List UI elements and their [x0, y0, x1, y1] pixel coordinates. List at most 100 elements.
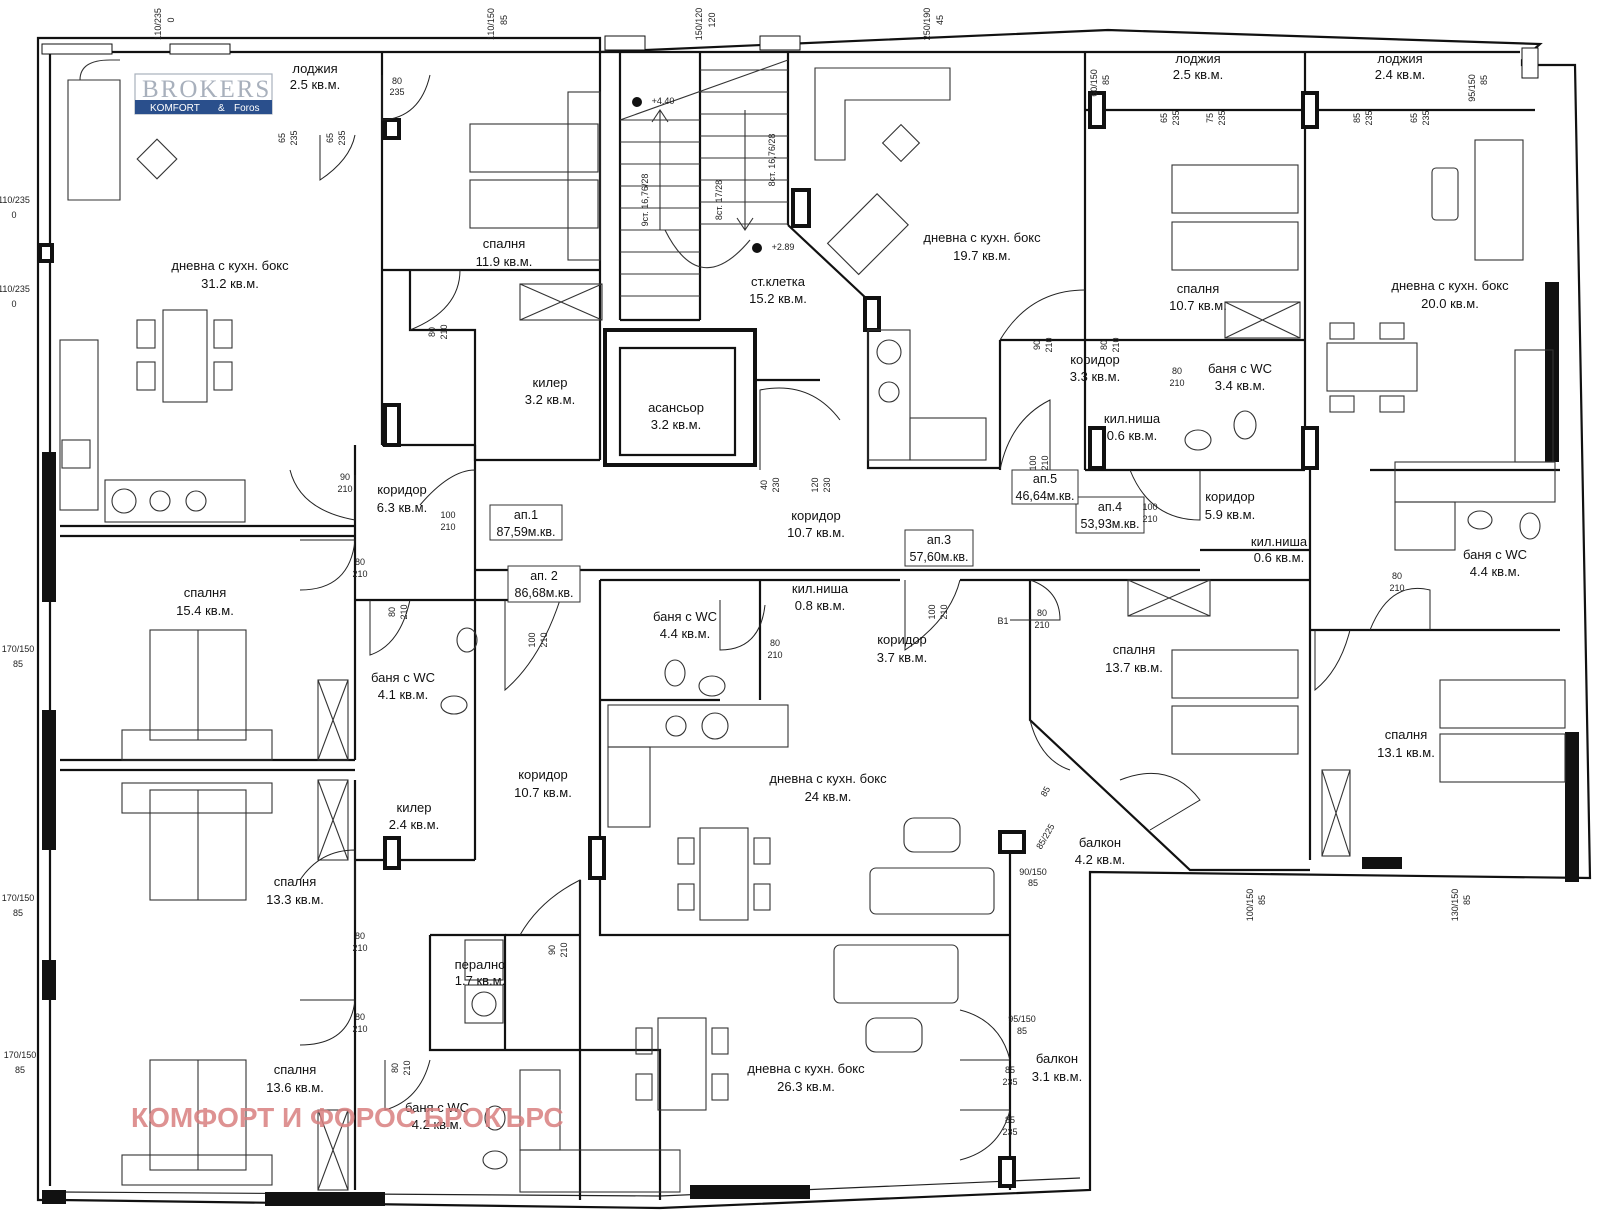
door-size-bot: 235: [337, 130, 347, 145]
door-labels: 80 235 65 235 65 235 80 210 90 210 100 2…: [277, 76, 1431, 1137]
staircase: +4.40 +2.89 9ст. 16,76/28 8ст. 17/28 8ст…: [619, 59, 795, 297]
dim-top: 60/150: [1089, 69, 1099, 97]
level-mid-text: +2.89: [772, 242, 795, 252]
dim-top: 250/190: [922, 8, 932, 41]
room-name: коридор: [1205, 489, 1255, 504]
room-area: 13.6 кв.м.: [266, 1080, 324, 1095]
apartment-area: 53,93м.кв.: [1081, 517, 1140, 531]
door-size-bot: 210: [767, 650, 782, 660]
dim-bot: 85: [15, 1065, 25, 1075]
door-size-bot: 210: [1169, 378, 1184, 388]
kitchen-counter-icon: [1394, 349, 1556, 551]
door-size-top: 80: [427, 327, 437, 337]
windows: [41, 35, 1579, 1206]
b1-label: В1: [997, 616, 1008, 626]
dining-table-icon: [635, 1017, 729, 1111]
door-size-bot: 235: [1171, 110, 1181, 125]
room-area: 13.7 кв.м.: [1105, 660, 1163, 675]
room-name: баня с WC: [371, 670, 435, 685]
apartment-area: 87,59м.кв.: [497, 525, 556, 539]
door-size-bot: 230: [822, 477, 832, 492]
door-swings: [289, 74, 1431, 1161]
room-area: 11.9 кв.м.: [476, 254, 533, 269]
dim-top: 100/150: [1245, 889, 1255, 922]
door-size-top: 40: [759, 480, 769, 490]
apartment-name: ап.5: [1033, 472, 1057, 486]
room-name: балкон: [1036, 1051, 1078, 1066]
washing-machine-icon: [464, 939, 504, 1024]
room-name: спалня: [274, 1062, 317, 1077]
door-size-bot: 210: [439, 324, 449, 339]
room-name: балкон: [1079, 835, 1121, 850]
room-name: коридор: [791, 508, 841, 523]
door-size-top: 100: [527, 632, 537, 647]
room-area: 10.7 кв.м.: [1169, 298, 1227, 313]
room-area: 31.2 кв.м.: [201, 276, 259, 291]
apartment-name: ап.4: [1098, 500, 1122, 514]
coffee-table-icon: [136, 138, 178, 180]
dim-bot: 0: [11, 210, 16, 220]
room-area: 13.1 кв.м.: [1377, 745, 1435, 760]
room-labels: лоджия 2.5 кв.м. дневна с кухн. бокс 31.…: [171, 51, 1527, 1132]
room-area: 3.2 кв.м.: [651, 417, 701, 432]
kitchen-counter-icon: [59, 339, 246, 523]
door-size-top: 80: [355, 557, 365, 567]
dim-top: 90/150: [1019, 867, 1047, 877]
dim-bot: 85: [1028, 878, 1038, 888]
door-size-bot: 210: [539, 632, 549, 647]
dim-bot: 85: [499, 15, 509, 25]
twin-beds-icon: [469, 91, 601, 261]
wardrobe-icon: [1224, 301, 1301, 339]
room-name: кил.ниша: [792, 581, 849, 596]
room-name: лоджия: [1175, 51, 1220, 66]
door-size-bot: 235: [1002, 1077, 1017, 1087]
door-size-top: 65: [277, 133, 287, 143]
door-size-bot: 235: [1217, 110, 1227, 125]
door-size-top: 80: [355, 931, 365, 941]
room-name: баня с WC: [1208, 361, 1272, 376]
room-name: спалня: [1177, 281, 1220, 296]
apartment-area: 46,64м.кв.: [1016, 489, 1075, 503]
room-area: 13.3 кв.м.: [266, 892, 324, 907]
room-area: 3.2 кв.м.: [525, 392, 575, 407]
room-name: спалня: [1385, 727, 1428, 742]
room-name: дневна с кухн. бокс: [747, 1061, 865, 1076]
room-area: 3.4 кв.м.: [1215, 378, 1265, 393]
door-size-bot: 210: [352, 569, 367, 579]
door-size-top: 80: [387, 607, 397, 617]
dim-top: 170/150: [2, 644, 35, 654]
room-name: баня с WC: [1463, 547, 1527, 562]
door-size-top: 65: [1159, 113, 1169, 123]
door-size-bot: 235: [1421, 110, 1431, 125]
room-area: 24 кв.м.: [805, 789, 852, 804]
room-area: 26.3 кв.м.: [777, 1079, 835, 1094]
door-size-bot: 235: [1002, 1127, 1017, 1137]
wardrobe-icon: [317, 679, 349, 1191]
room-area: 10.7 кв.м.: [787, 525, 845, 540]
room-name: ст.клетка: [751, 274, 806, 289]
door-size-top: 100: [1142, 502, 1157, 512]
room-name: килер: [397, 800, 432, 815]
dim-top: 110/150: [486, 8, 496, 40]
dim-bot: 0: [11, 299, 16, 309]
double-bed-icon: [121, 629, 273, 761]
door-size-bot: 210: [1142, 514, 1157, 524]
room-name: дневна с кухн. бокс: [923, 230, 1041, 245]
room-area: 3.7 кв.м.: [877, 650, 927, 665]
room-name: дневна с кухн. бокс: [171, 258, 289, 273]
dim-top: 110/235: [0, 284, 30, 294]
door-size-bot: 210: [1040, 455, 1050, 470]
room-name: коридор: [377, 482, 427, 497]
room-area: 4.1 кв.м.: [378, 687, 428, 702]
apartment-tags: ап.1 87,59м.кв. ап. 2 86,68м.кв. ап.3 57…: [489, 469, 1145, 603]
room-name: спалня: [1113, 642, 1156, 657]
room-name: дневна с кухн. бокс: [1391, 278, 1509, 293]
balcony-door-label-2: 85/225: [1034, 822, 1056, 851]
dim-top: 130/150: [1450, 889, 1460, 922]
stair-flight-2: 8ст. 17/28: [714, 180, 724, 220]
room-name: коридор: [1070, 352, 1120, 367]
coffee-table-icon: [1431, 167, 1459, 221]
room-area: 0.8 кв.м.: [795, 598, 845, 613]
room-area: 1.7 кв.м.: [455, 973, 505, 988]
